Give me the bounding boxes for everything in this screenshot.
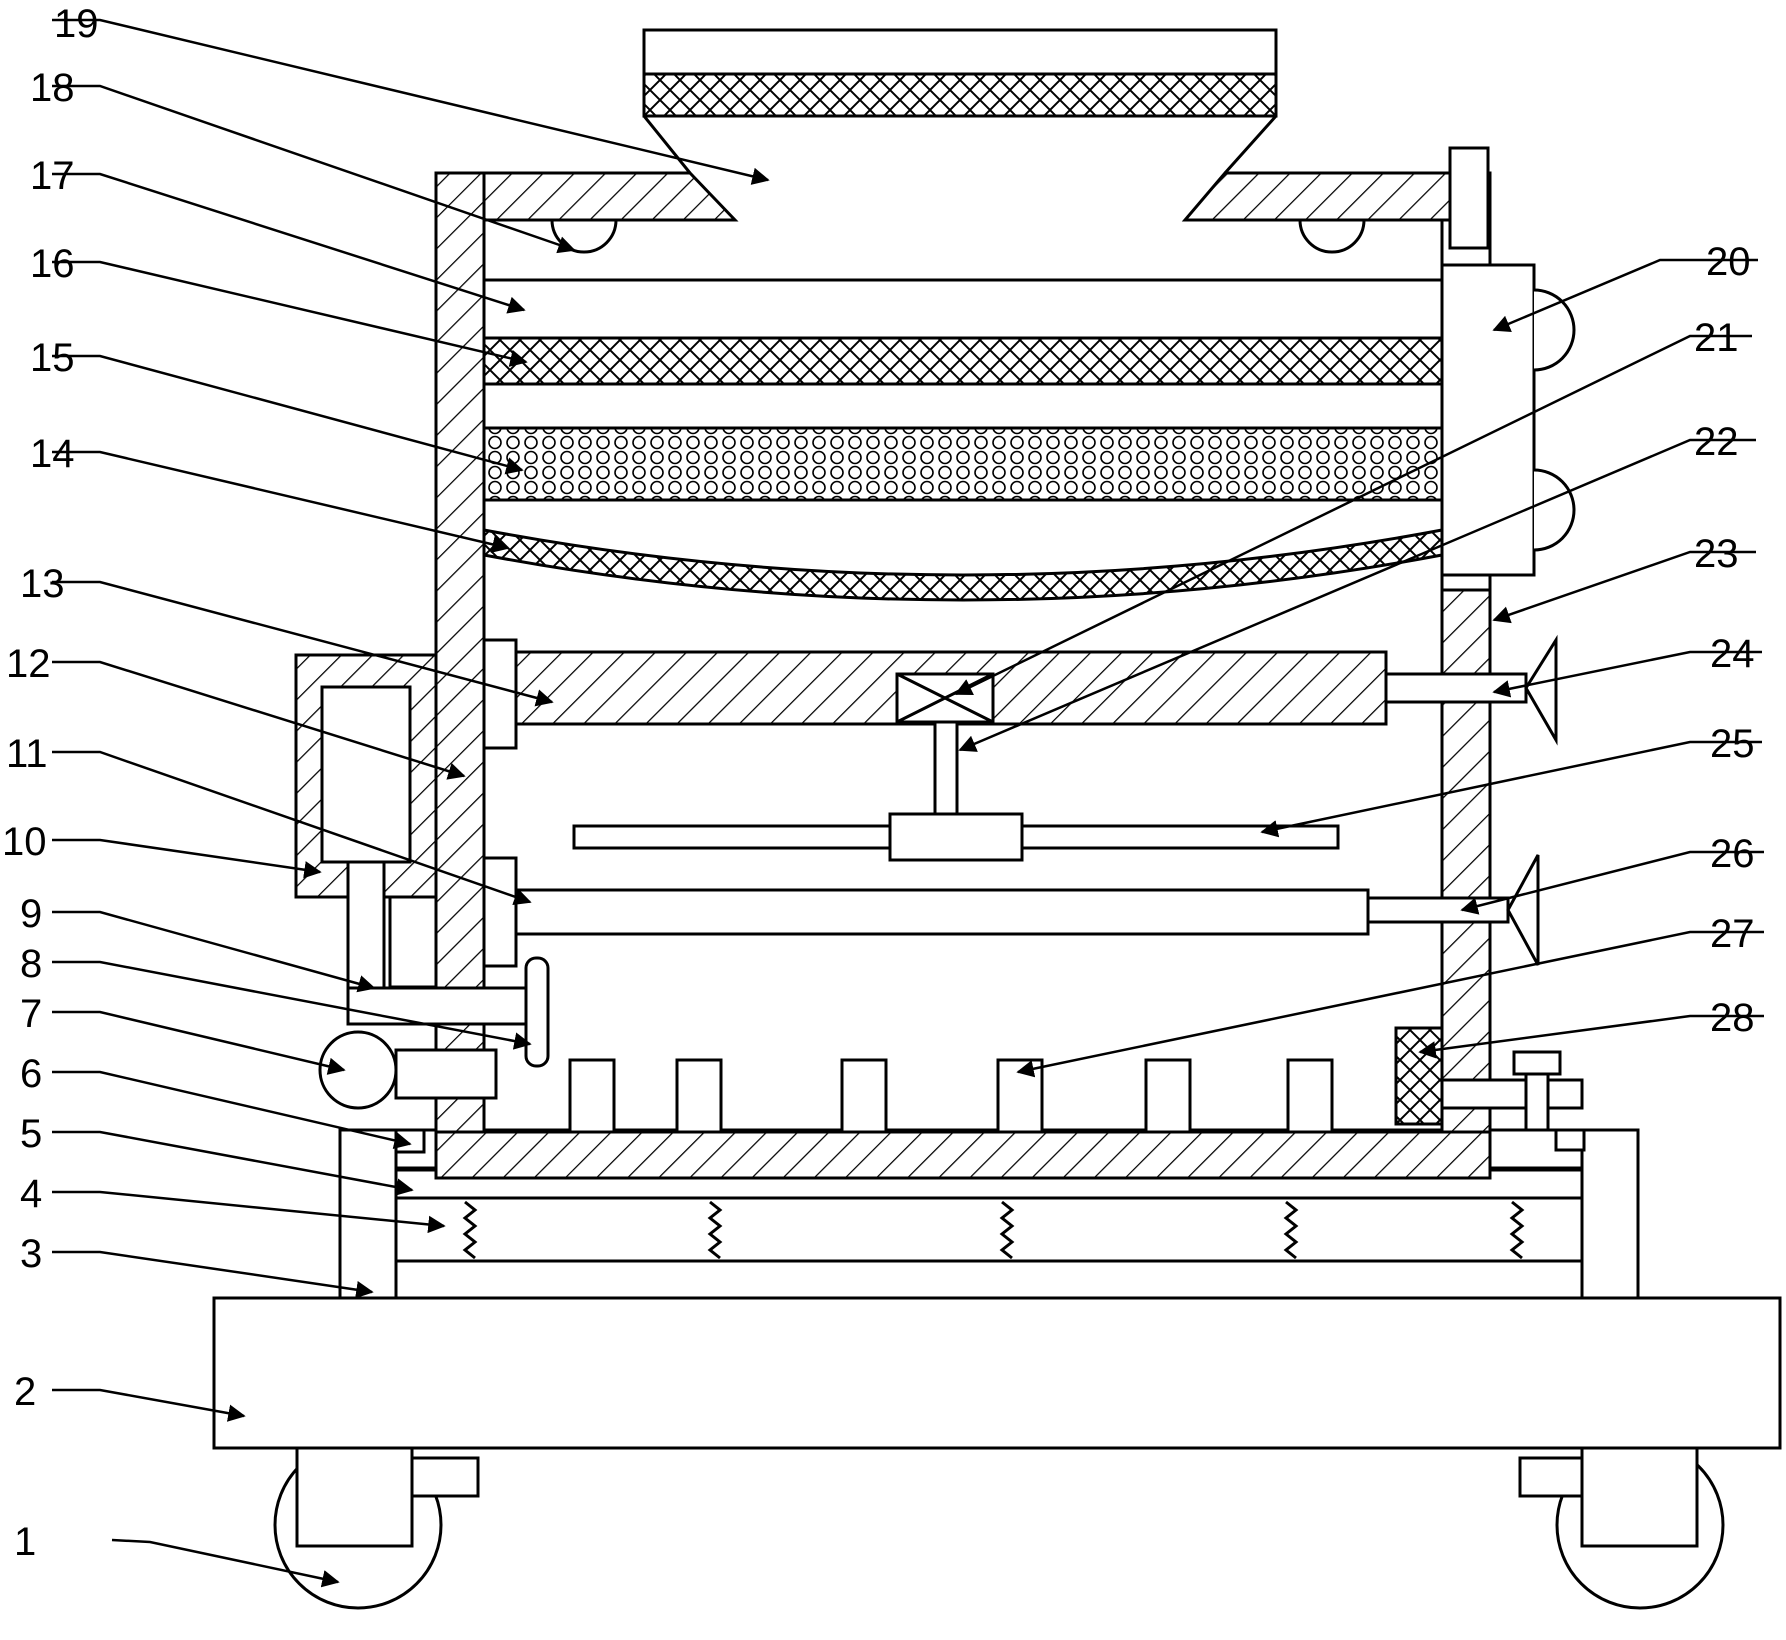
screen-16 <box>482 336 1444 386</box>
label-20: 20 <box>1706 240 1751 284</box>
leader-lines <box>52 18 1764 1588</box>
base-plate <box>212 1296 1782 1450</box>
label-22: 22 <box>1694 420 1739 464</box>
label-1: 1 <box>14 1520 36 1564</box>
screen-15 <box>482 426 1444 502</box>
spring-chamber <box>394 1196 1584 1263</box>
pipe-8 <box>346 986 530 1026</box>
drive-shaft <box>933 720 959 816</box>
label-6: 6 <box>20 1052 42 1096</box>
label-12: 12 <box>6 642 51 686</box>
curved-screen-14 <box>482 528 1444 602</box>
stop-block-right <box>1554 1128 1586 1152</box>
fan-7 <box>318 1030 398 1110</box>
label-26: 26 <box>1710 832 1755 876</box>
rod-26-extension <box>1366 896 1510 924</box>
right-wheel <box>1518 1440 1725 1610</box>
left-block-11 <box>482 856 518 968</box>
label-18: 18 <box>30 66 75 110</box>
screen-15-frame <box>482 382 1444 430</box>
rod-24 <box>1384 672 1528 704</box>
rod-26 <box>514 888 1370 936</box>
screen-17 <box>482 278 1444 340</box>
label-15: 15 <box>30 336 75 380</box>
label-28: 28 <box>1710 996 1755 1040</box>
pump-housing <box>294 653 438 1020</box>
left-wheel <box>273 1440 480 1610</box>
label-13: 13 <box>20 562 65 606</box>
label-25: 25 <box>1710 722 1755 766</box>
label-11: 11 <box>6 732 48 776</box>
fan-duct <box>394 1048 498 1100</box>
top-bracket-right <box>1298 218 1366 254</box>
number-labels: 1 2 3 4 5 6 7 8 9 10 11 12 13 14 15 16 1… <box>2 2 1755 1564</box>
label-7: 7 <box>20 992 42 1036</box>
label-5: 5 <box>20 1112 42 1156</box>
label-10: 10 <box>2 820 47 864</box>
cone-24 <box>1524 634 1558 746</box>
outlet-valve <box>1440 1050 1584 1132</box>
label-16: 16 <box>30 242 75 286</box>
label-9: 9 <box>20 892 42 936</box>
springs <box>462 1200 1525 1260</box>
bottom-pegs <box>568 1058 1334 1134</box>
cone-26 <box>1506 854 1540 966</box>
label-14: 14 <box>30 432 75 476</box>
label-17: 17 <box>30 154 75 198</box>
label-24: 24 <box>1710 632 1755 676</box>
filter-28 <box>1394 1026 1444 1126</box>
label-21: 21 <box>1694 316 1739 360</box>
nozzle-9 <box>524 956 550 1068</box>
label-8: 8 <box>20 942 42 986</box>
stirrer <box>572 812 1340 862</box>
label-27: 27 <box>1710 912 1755 956</box>
label-3: 3 <box>20 1232 42 1276</box>
label-19: 19 <box>54 2 99 46</box>
motor-box <box>1440 263 1576 577</box>
feed-hopper <box>642 28 1278 175</box>
left-block-13 <box>482 638 518 750</box>
label-23: 23 <box>1694 532 1739 576</box>
top-bracket-left <box>550 218 618 254</box>
label-4: 4 <box>20 1172 42 1216</box>
top-latch <box>1448 146 1490 250</box>
label-2: 2 <box>14 1370 36 1414</box>
